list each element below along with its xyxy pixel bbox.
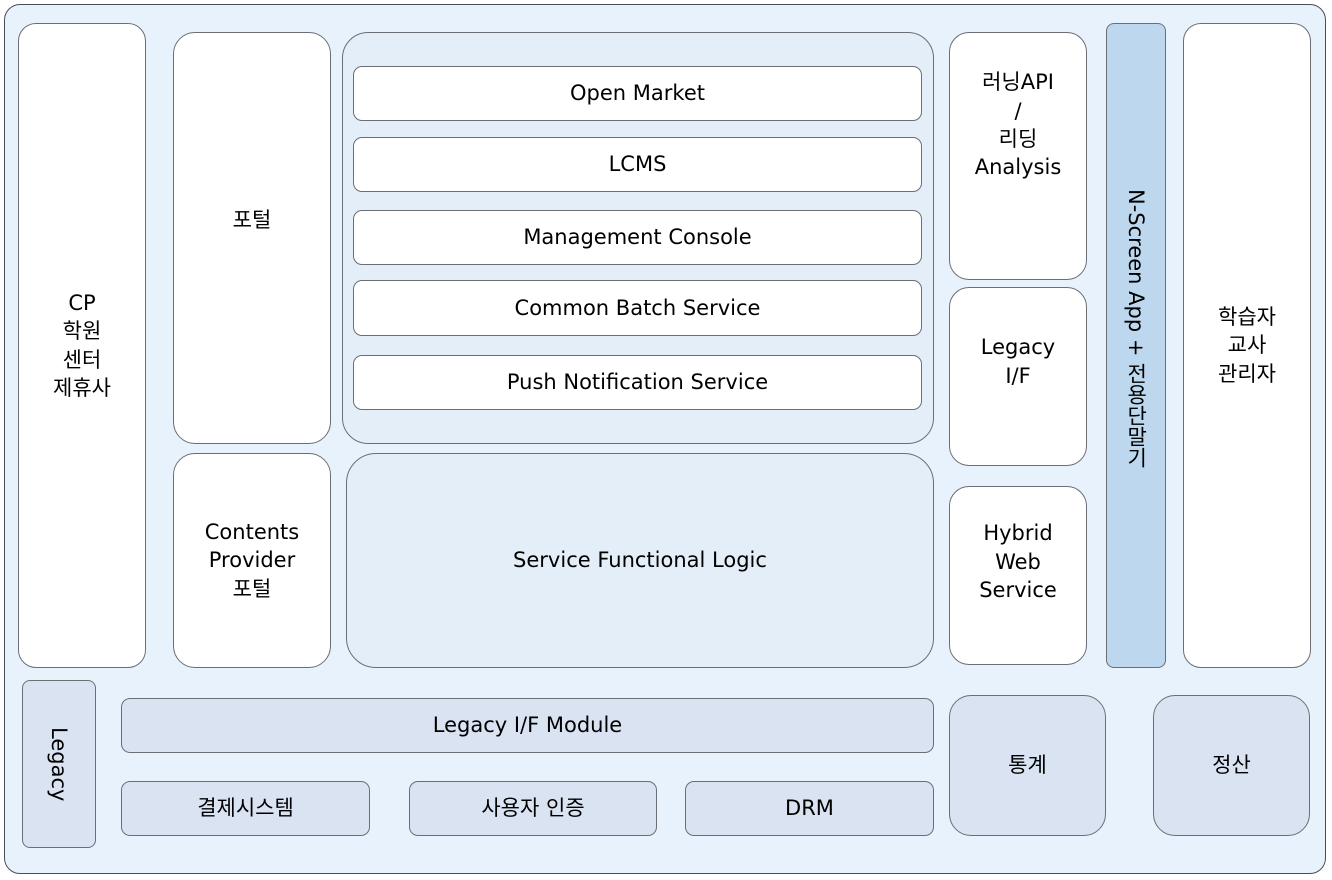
hybrid-web-box: Hybrid Web Service [949,486,1087,665]
service-functional-logic: Service Functional Logic [346,453,934,668]
portal-box: 포털 [173,32,331,444]
payment-system: 결제시스템 [121,781,370,836]
users-box: 학습자 교사 관리자 [1183,23,1311,668]
service-lcms: LCMS [353,137,922,192]
service-open-market: Open Market [353,66,922,121]
legacy-box: Legacy [22,680,96,848]
nscreen-app-box: N-Screen App + 전용단말기 [1106,23,1166,668]
stats-box: 통계 [949,695,1106,836]
service-push-notification: Push Notification Service [353,355,922,410]
user-auth: 사용자 인증 [409,781,657,836]
service-management-console: Management Console [353,210,922,265]
learning-api-box: 러닝API / 리딩 Analysis [949,32,1087,280]
legacy-if-box: Legacy I/F [949,287,1087,466]
legacy-if-module: Legacy I/F Module [121,698,934,753]
service-common-batch: Common Batch Service [353,280,922,336]
drm-box: DRM [685,781,934,836]
settlement-box: 정산 [1153,695,1310,836]
partners-box: CP 학원 센터 제휴사 [18,23,146,668]
cp-portal-box: Contents Provider 포털 [173,453,331,668]
